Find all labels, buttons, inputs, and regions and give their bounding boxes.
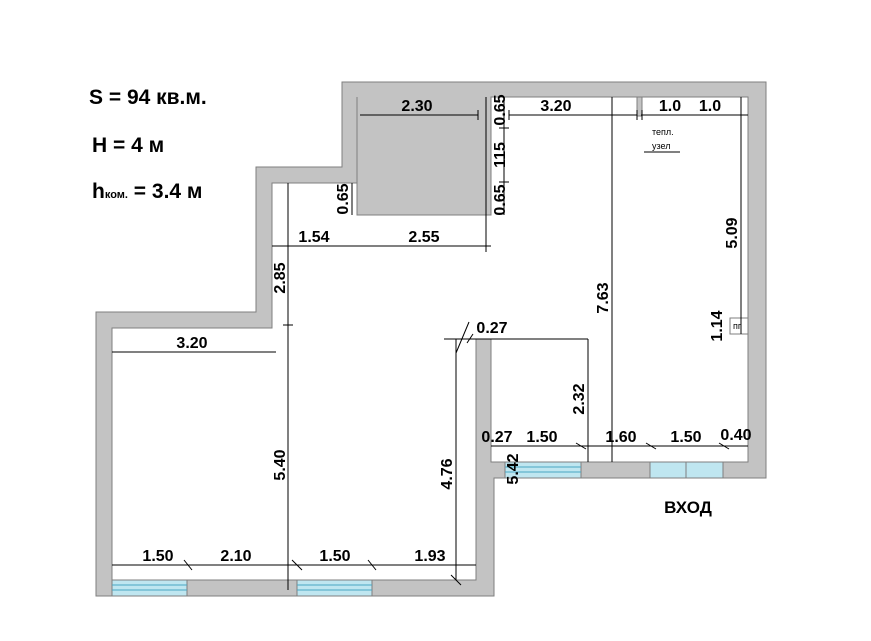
dim-left-upper-width: 3.20 [176,335,207,352]
dim-notch-top: 0.65 [492,94,509,125]
room-height-subscript: ком. [104,189,128,201]
dim-column-thickness-top: 0.27 [476,320,507,337]
duct-box [729,317,749,335]
dim-entrance-width: 1.50 [670,429,701,446]
dim-notch-bottom: 0.65 [492,184,509,215]
dim-boiler-width: 1.0 [659,98,681,115]
dim-small-room-bottom: 2.55 [408,229,439,246]
room-height-prefix: h [92,180,105,203]
dim-duct-height: 1.14 [709,310,726,341]
room-height-value: = 3.4 м [127,180,203,203]
area-label: S = 94 кв.м. [89,86,207,109]
window-bottom-left [111,579,188,597]
boiler-wall [636,96,643,117]
entrance-label: ВХОД [664,498,712,517]
dimension-lines [112,97,748,590]
dim-middle-height: 4.76 [439,458,456,489]
boiler-room-label-line2: узел [652,141,670,151]
dim-left-full-height: 5.40 [272,449,289,480]
window-bottom-middle [296,579,373,597]
dim-ledge-x: 1.54 [298,229,329,246]
window-right-lower [504,461,582,479]
dim-left-step: 2.85 [272,262,289,293]
dimension-ticks [183,110,730,586]
dim-column-thickness-bottom: 0.27 [481,429,512,446]
dim-bottom-step: 5.42 [505,453,522,484]
ceiling-height-label: H = 4 м [92,134,165,157]
dim-bottom-pier-2: 1.93 [414,548,445,565]
dim-bottom-window-1: 1.50 [142,548,173,565]
boiler-room-label-line1: тепл. [652,127,674,137]
dim-top-right-width: 3.20 [540,98,571,115]
dim-right-end: 0.40 [720,427,751,444]
dim-right-wall-upper: 5.09 [724,217,741,248]
dim-right-window-1: 1.50 [526,429,557,446]
dim-corner-width: 1.0 [699,98,721,115]
dim-notch-mid: 115 [492,142,509,168]
dim-right-lower-height: 2.32 [571,383,588,414]
dim-small-room-depth: 0.65 [335,183,352,214]
room-height-label: hком. = 3.4 м [92,180,202,204]
entrance-door [649,461,724,479]
dim-bottom-pier-1: 2.10 [220,548,251,565]
dim-central-wall-height: 7.63 [595,282,612,313]
dim-bottom-window-2: 1.50 [319,548,350,565]
dim-right-pier: 1.60 [605,429,636,446]
dim-top-room-width: 2.30 [401,98,432,115]
duct-label: пг [733,321,742,331]
